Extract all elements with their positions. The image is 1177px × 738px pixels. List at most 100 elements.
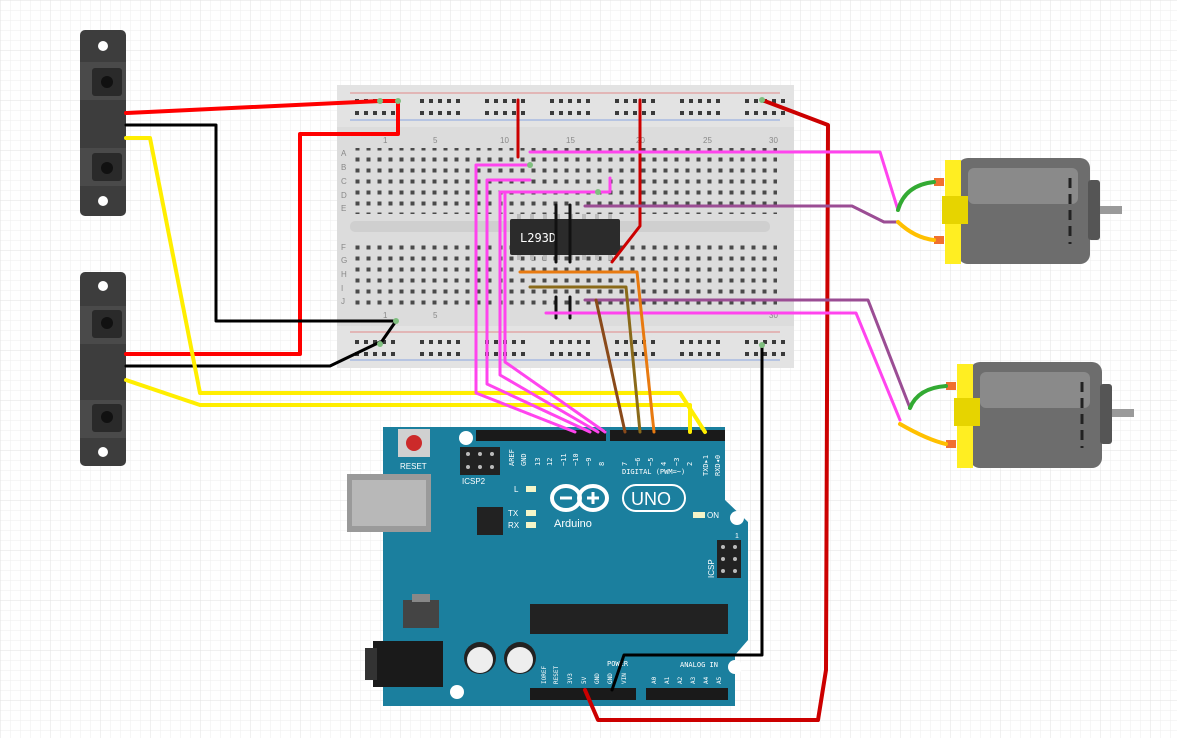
col-label-5: 5	[433, 136, 438, 145]
row-label-c: C	[341, 177, 347, 186]
row-label-e: E	[341, 204, 346, 213]
rail-hole	[745, 340, 749, 344]
rail-hole	[521, 352, 525, 356]
rail-hole	[651, 340, 655, 344]
rail-hole	[382, 111, 386, 115]
rail-hole	[373, 111, 377, 115]
row-label-h: H	[341, 270, 347, 279]
pin-label-9: ~9	[585, 458, 593, 466]
rail-hole	[550, 99, 554, 103]
rail-hole	[568, 340, 572, 344]
pin-label-ioref: IOREF	[541, 666, 548, 684]
magenta-wire	[528, 150, 900, 212]
rail-hole	[512, 340, 516, 344]
rail-hole	[447, 111, 451, 115]
rail-hole	[615, 99, 619, 103]
rail-hole	[355, 340, 359, 344]
rail-hole	[633, 99, 637, 103]
rail-hole	[438, 99, 442, 103]
rail-hole	[391, 340, 395, 344]
pin-label-gnd2: GND	[607, 673, 614, 684]
rail-hole	[754, 352, 758, 356]
pin-label-gnd1: GND	[594, 673, 601, 684]
power-header-label: POWER	[607, 660, 629, 668]
pin-label-0: RXD◂0	[714, 455, 722, 476]
pin-label-a3: A3	[690, 676, 697, 684]
row-label-b: B	[341, 163, 346, 172]
rail-hole	[716, 340, 720, 344]
rail-hole	[577, 111, 581, 115]
pin-label-reset: RESET	[553, 666, 560, 684]
pin-label-gnd: GND	[520, 453, 528, 466]
rail-hole	[680, 340, 684, 344]
rail-hole	[615, 111, 619, 115]
magenta-wire	[485, 178, 592, 434]
rail-hole	[763, 352, 767, 356]
rail-hole	[586, 111, 590, 115]
green-wire	[896, 180, 936, 212]
l293d-chip-icon: L293D	[501, 214, 620, 260]
wires	[124, 98, 948, 722]
rail-hole	[512, 352, 516, 356]
col-label-30-bottom: 30	[769, 311, 778, 320]
rail-hole	[438, 352, 442, 356]
col-label-1-bottom: 1	[383, 311, 388, 320]
rail-hole	[754, 340, 758, 344]
rail-hole	[586, 99, 590, 103]
rail-hole	[754, 111, 758, 115]
on-led-label: ON	[707, 511, 719, 520]
pin-label-8: 8	[598, 462, 606, 466]
pin-label-5v: 5V	[581, 676, 588, 684]
rail-hole	[456, 340, 460, 344]
rail-hole	[633, 352, 637, 356]
purple-wire	[583, 298, 912, 410]
rail-hole	[781, 340, 785, 344]
rail-hole	[429, 99, 433, 103]
pin-label-aref: AREF	[508, 449, 516, 466]
rail-hole	[633, 111, 637, 115]
rail-hole	[577, 340, 581, 344]
analog-header-label: ANALOG IN	[680, 661, 718, 669]
ir-sensor-icon	[80, 30, 126, 216]
pin-label-a1: A1	[664, 676, 671, 684]
rail-hole	[716, 99, 720, 103]
rail-hole	[698, 99, 702, 103]
pin-label-12: 12	[546, 458, 554, 466]
rail-hole	[559, 111, 563, 115]
olive-wire	[528, 285, 642, 434]
rail-hole	[456, 352, 460, 356]
rail-hole	[707, 111, 711, 115]
row-label-f: F	[341, 243, 346, 252]
rail-hole	[707, 340, 711, 344]
rail-hole	[382, 340, 386, 344]
pin-label-11: ~11	[560, 453, 568, 466]
rail-hole	[447, 352, 451, 356]
pin-label-1: TXD▸1	[702, 455, 710, 476]
rail-hole	[550, 111, 554, 115]
magenta-wire	[503, 176, 612, 434]
col-label-15: 15	[566, 136, 575, 145]
rail-hole	[698, 111, 702, 115]
rail-hole	[624, 352, 628, 356]
rail-hole	[577, 352, 581, 356]
rail-hole	[438, 111, 442, 115]
rail-hole	[494, 352, 498, 356]
rail-hole	[521, 99, 525, 103]
pin-label-vin: VIN	[621, 673, 628, 684]
digital-header-label: DIGITAL (PWM=~)	[622, 468, 685, 476]
red-jumper	[610, 98, 642, 264]
rail-hole	[689, 99, 693, 103]
uno-label: UNO	[631, 489, 671, 509]
rail-hole	[447, 340, 451, 344]
rail-hole	[624, 99, 628, 103]
rail-hole	[716, 352, 720, 356]
rail-hole	[382, 352, 386, 356]
pin-label-6: ~6	[634, 458, 642, 466]
rail-hole	[707, 99, 711, 103]
rail-hole	[772, 99, 776, 103]
rail-hole	[745, 99, 749, 103]
rail-hole	[494, 340, 498, 344]
dc-motor-icon	[946, 362, 1134, 468]
